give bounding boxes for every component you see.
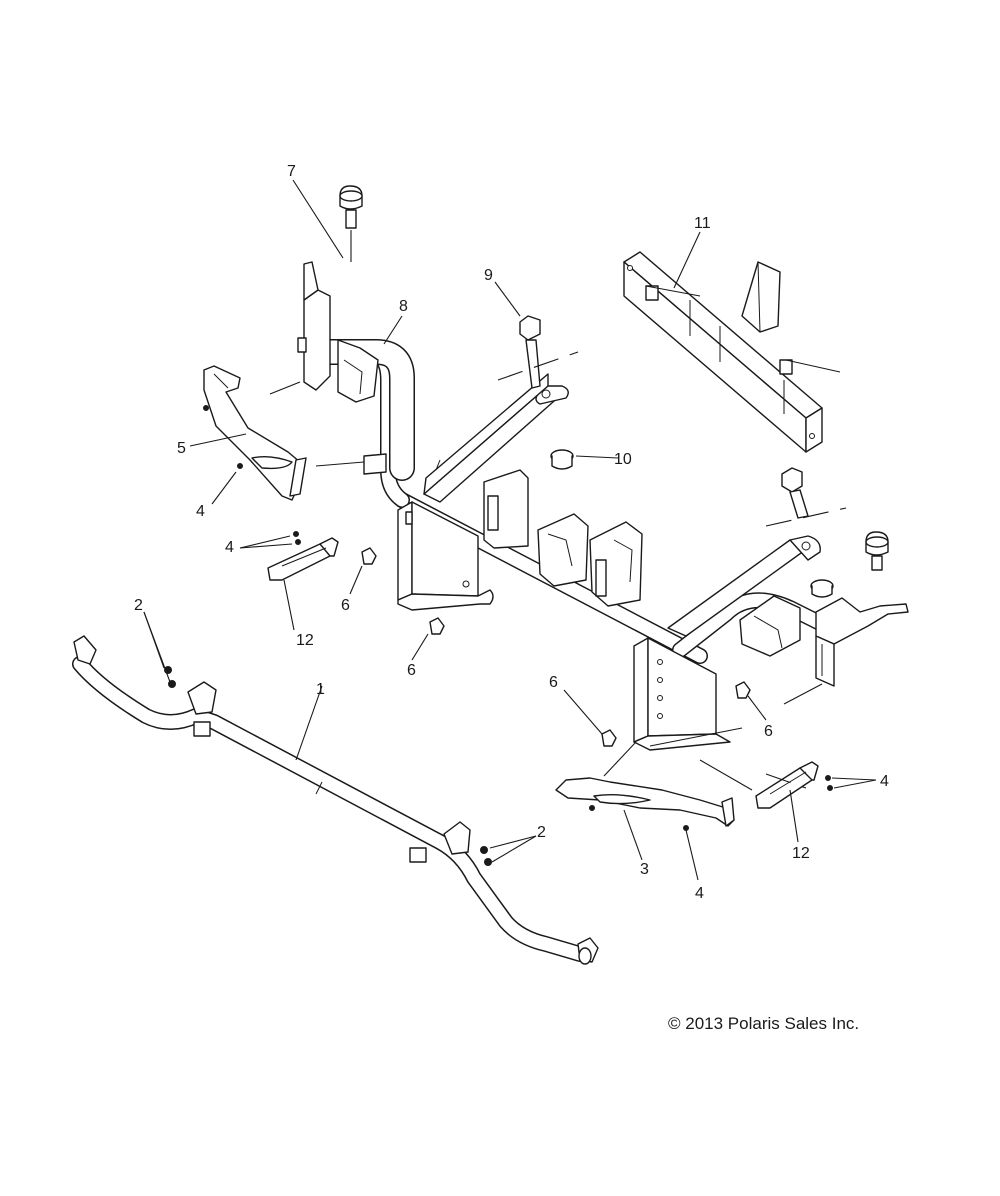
callout-9: 9 (484, 267, 493, 284)
fasteners (164, 405, 833, 866)
copyright-notice: © 2013 Polaris Sales Inc. (668, 1014, 860, 1033)
small-bracket-part-12-right (755, 761, 819, 809)
callout-4-right: 4 (880, 773, 889, 790)
reference-lines (497, 351, 847, 789)
upper-frame-rail (423, 373, 821, 637)
bumper-stop-right (865, 531, 889, 571)
bolt-part-9 (519, 315, 541, 389)
left-bracket-part-5 (203, 365, 307, 501)
front-left-box (397, 501, 494, 611)
cross-member-part-11 (623, 251, 841, 453)
callout-labels: 7 8 9 10 11 5 4 4 12 6 6 2 1 6 6 4 2 3 4… (134, 163, 889, 902)
center-gussets (483, 469, 643, 607)
callout-12-left: 12 (296, 632, 314, 649)
callout-8: 8 (399, 298, 408, 315)
grommet-part-10 (550, 449, 834, 598)
callout-4-upper-left: 4 (196, 503, 205, 520)
callout-6-right: 6 (764, 723, 773, 740)
callout-7: 7 (287, 163, 296, 180)
bumper-stop-part-7 (339, 185, 363, 262)
lower-bracket-part-3 (555, 777, 735, 827)
right-mount-bracket (739, 595, 909, 687)
callout-6-left: 6 (341, 597, 350, 614)
callout-2-left: 2 (134, 597, 143, 614)
callout-4-lower: 4 (695, 885, 704, 902)
small-bracket-part-12-left (267, 537, 339, 581)
leader-lines (143, 179, 877, 881)
callout-6-center: 6 (407, 662, 416, 679)
left-upright-part-8 (297, 261, 415, 481)
callout-2-right: 2 (537, 824, 546, 841)
front-right-box (633, 637, 731, 751)
callout-12-right: 12 (792, 845, 810, 862)
callout-6-right-center: 6 (549, 674, 558, 691)
bolt-right (781, 467, 809, 519)
callout-1: 1 (316, 681, 325, 698)
callout-3: 3 (640, 861, 649, 878)
lower-tube-part-1 (72, 635, 599, 965)
callout-5: 5 (177, 440, 186, 457)
callout-4-left: 4 (225, 539, 234, 556)
callout-11: 11 (694, 215, 711, 232)
callout-10: 10 (614, 451, 632, 468)
